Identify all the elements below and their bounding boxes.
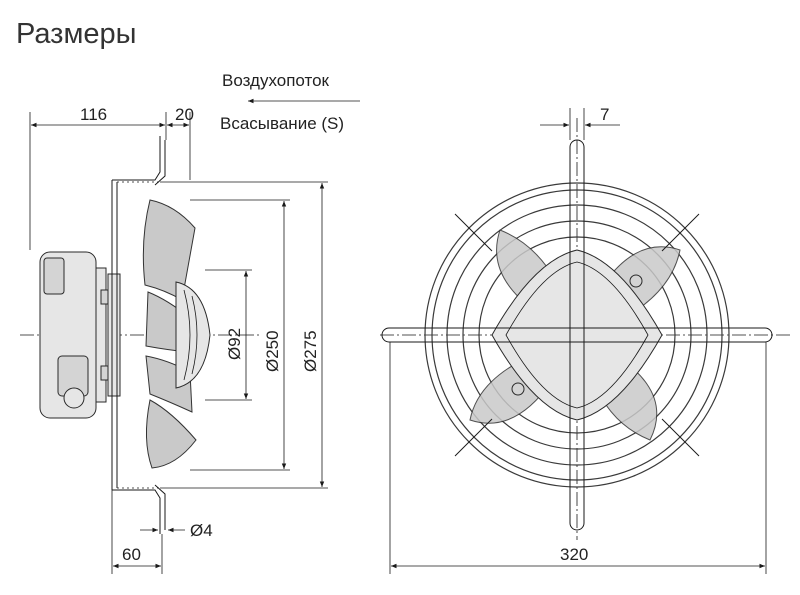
side-view: 116 20 Ø92 Ø250 Ø275 Ø4 60 [20, 105, 328, 574]
mount-hole-1 [629, 274, 643, 288]
guard-ring-outer [424, 182, 730, 488]
guard-ring-3 [446, 204, 708, 466]
dim-20: 20 [175, 105, 194, 124]
flange-bottom [112, 484, 166, 534]
guard-bar-vertical [569, 139, 585, 531]
guard-brace-br [661, 418, 700, 457]
terminal-box [43, 257, 65, 295]
dim-116: 116 [80, 105, 107, 124]
motor-flange [95, 267, 107, 403]
dim-d275: Ø275 [301, 330, 320, 372]
guard-brace-bl [454, 418, 493, 457]
front-view: 7 320 [380, 105, 790, 574]
dim-320: 320 [560, 545, 588, 564]
impeller-hub [175, 281, 211, 389]
airflow-mode: Всасывание (S) [220, 114, 344, 133]
guard-brace-tl [454, 213, 493, 252]
dim-7: 7 [600, 105, 609, 124]
page-title: Размеры [16, 18, 137, 50]
dim-d250: Ø250 [263, 330, 282, 372]
orifice-plate [111, 180, 118, 490]
airflow-label: Воздухопоток [222, 71, 330, 90]
guard-ring-2 [431, 189, 723, 481]
dim-d92: Ø92 [225, 328, 244, 360]
guard-bar-horizontal [381, 327, 773, 343]
dim-d4: Ø4 [190, 521, 213, 540]
dim-60: 60 [122, 545, 141, 564]
motor-rotor [107, 273, 121, 397]
cable-gland-nut [63, 387, 85, 409]
plate-dotted [117, 181, 160, 489]
flange-top [112, 136, 166, 186]
mount-hole-2 [511, 382, 525, 396]
motor-opening-inner [505, 261, 649, 409]
guard-ring-5 [478, 236, 676, 434]
airflow-legend: Воздухопоток Всасывание (S) [220, 71, 360, 133]
guard-brace-tr [661, 213, 700, 252]
hub-ribs [183, 289, 198, 381]
guard-ring-4 [462, 220, 692, 450]
